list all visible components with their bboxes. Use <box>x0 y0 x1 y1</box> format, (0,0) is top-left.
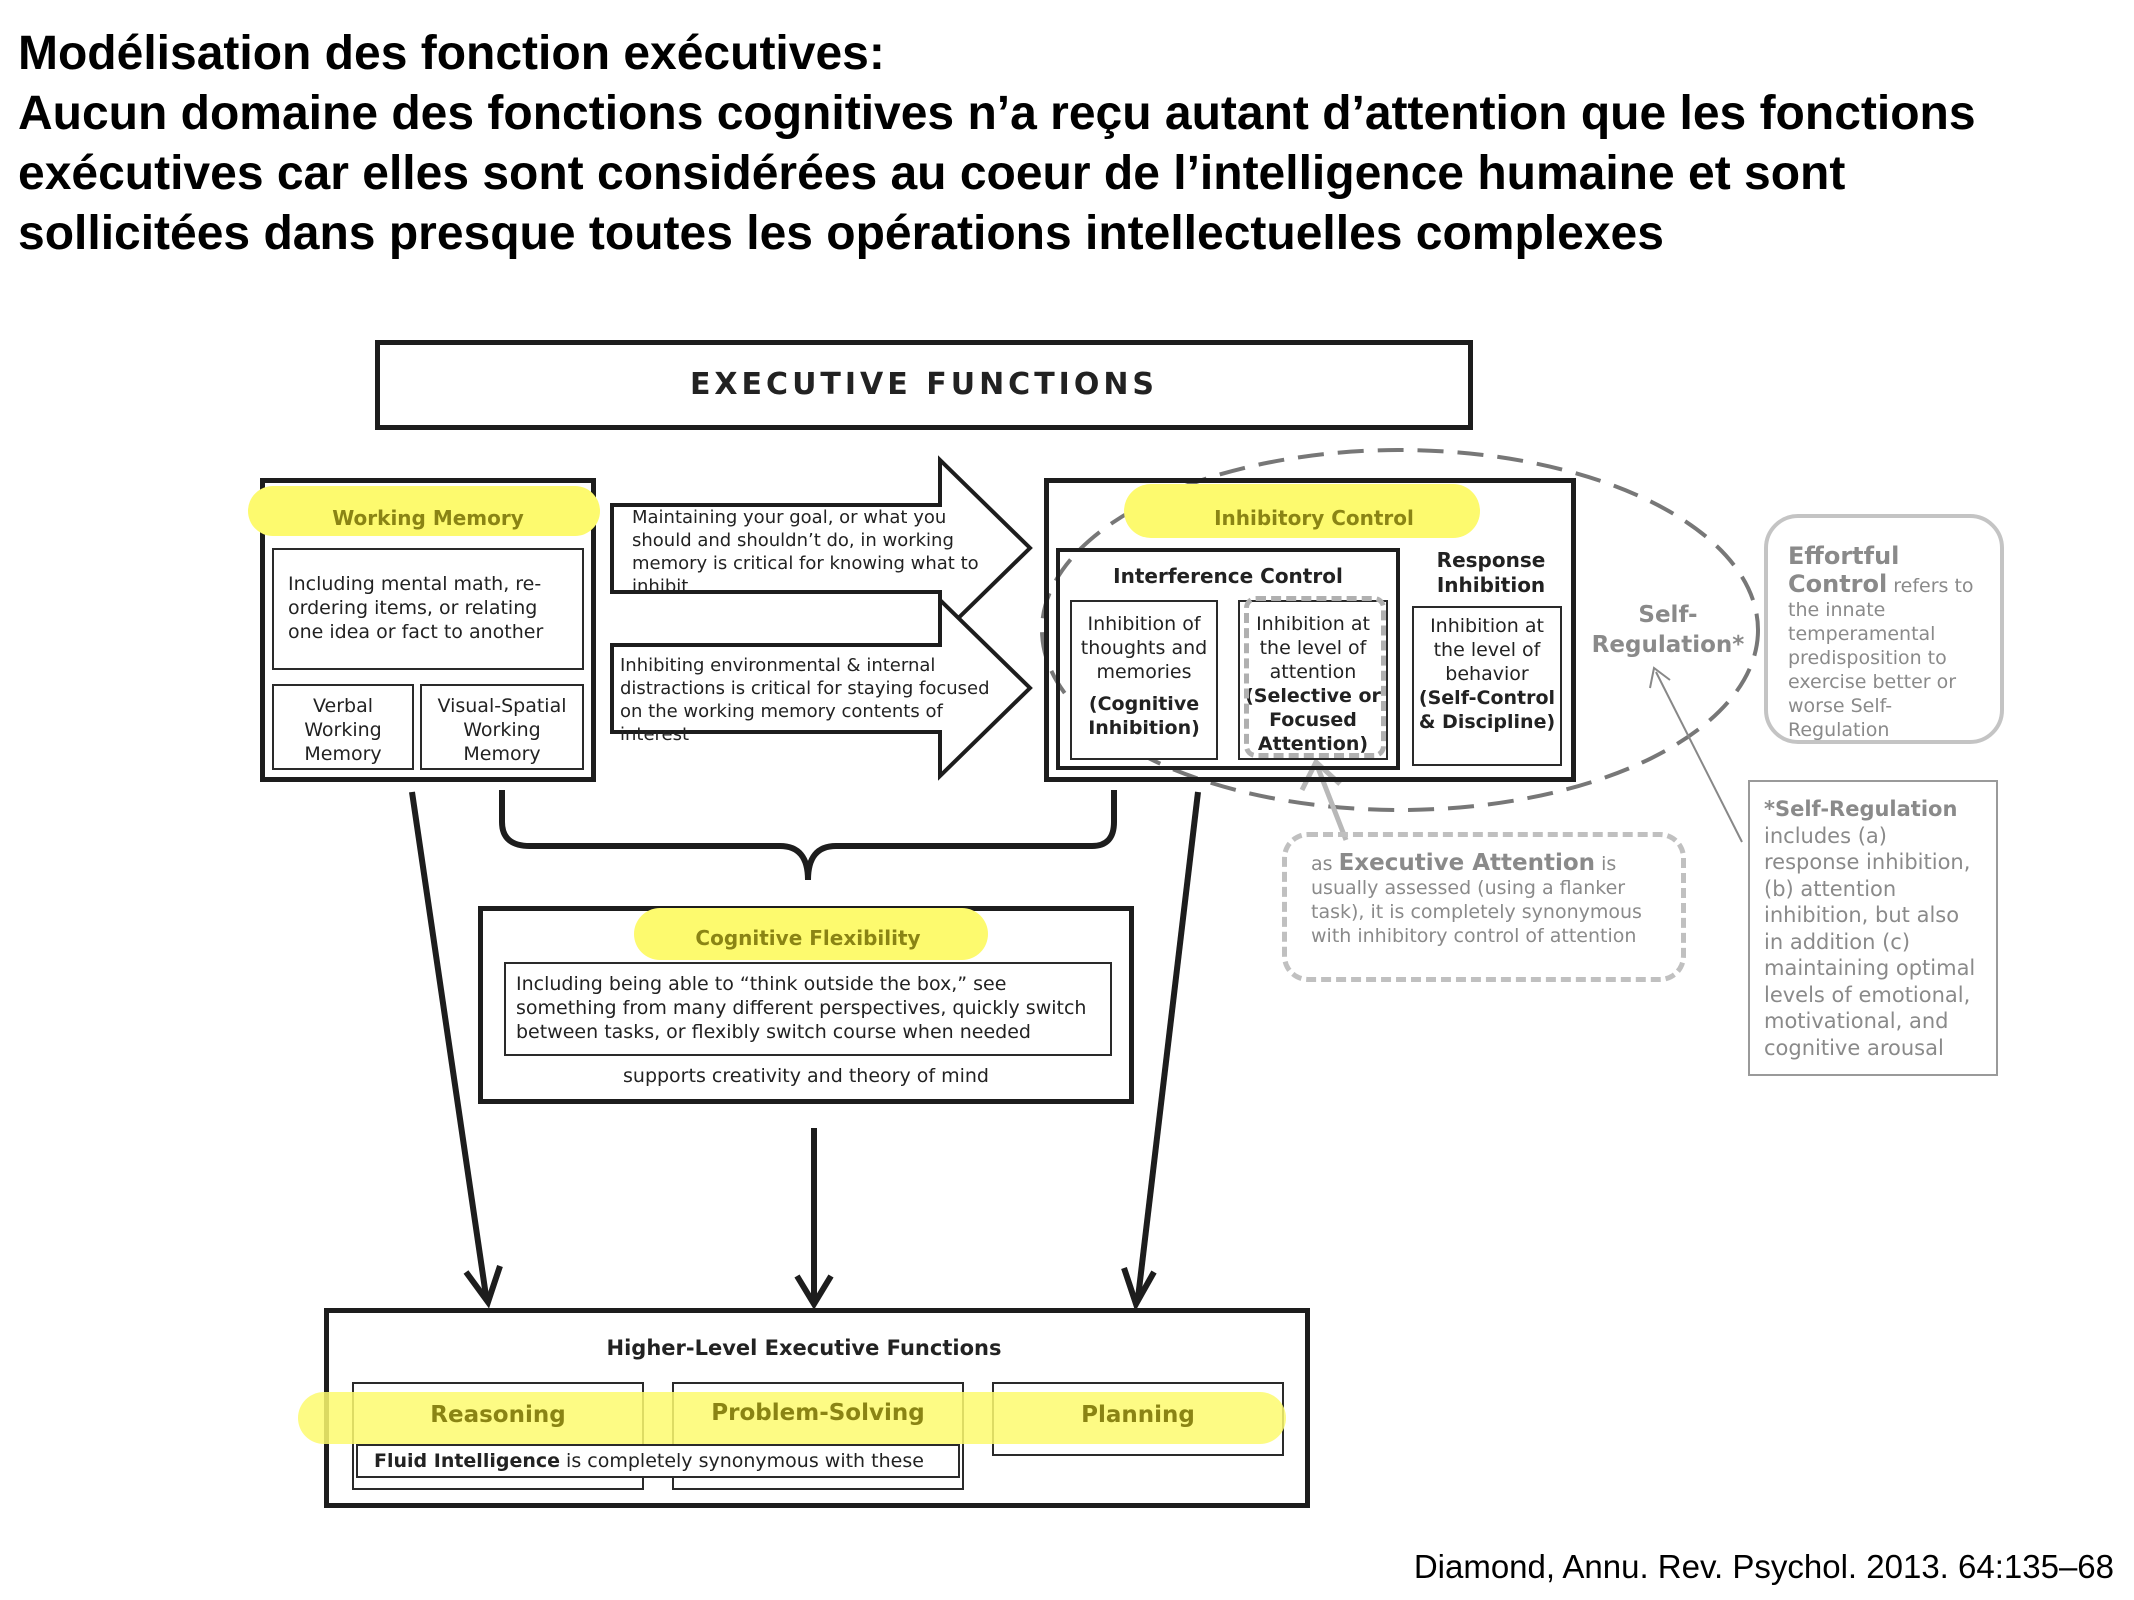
citation: Diamond, Annu. Rev. Psychol. 2013. 64:13… <box>1413 1548 2114 1585</box>
slide-heading: Modélisation des fonction exécutives: Au… <box>18 24 2118 264</box>
working-memory-highlight <box>248 486 600 536</box>
arrow-self-reg-note <box>1655 671 1743 843</box>
arrow-bottom-text: Inhibiting environmental & internal dist… <box>620 655 990 745</box>
arrow-shape-bottom <box>610 595 1033 781</box>
reasoning-label: Reasoning <box>430 1402 566 1428</box>
heading-line-4: sollicitées dans presque toutes les opér… <box>18 207 1664 260</box>
self-regulation-label: Self-Regulation* <box>1591 602 1745 658</box>
self-regulation-note-title: *Self-Regulation <box>1764 797 1958 821</box>
arrow-top-text: Maintaining your goal, or what you shoul… <box>632 507 979 590</box>
cognitive-inhibition-box: Inhibition of thoughts and memories (Cog… <box>1070 600 1218 760</box>
problem-solving-label: Problem-Solving <box>711 1400 925 1426</box>
cognitive-flexibility-label: Cognitive Flexibility <box>695 926 921 950</box>
executive-attention-box: as Executive Attention is usually assess… <box>1282 832 1686 982</box>
executive-attention-pre: as <box>1311 853 1339 875</box>
arrowhead-reasoning <box>463 1265 503 1309</box>
response-inhibition-text: Inhibition at the level of behavior <box>1430 615 1544 685</box>
working-memory-label: Working Memory <box>332 506 524 530</box>
executive-functions-title-box: EXECUTIVE FUNCTIONS <box>375 340 1473 430</box>
heading-line-1: Modélisation des fonction exécutives: <box>18 27 885 80</box>
cognitive-flexibility-highlight <box>634 908 988 960</box>
visual-spatial-working-memory: Visual-Spatial Working Memory <box>420 684 584 770</box>
selective-attention-dashed-frame <box>1244 596 1386 758</box>
arrow-shape-top <box>610 455 1033 641</box>
fluid-intelligence-text: is completely synonymous with these <box>560 1450 924 1472</box>
inhibitory-control-highlight <box>1124 484 1480 538</box>
self-regulation-note-text: includes (a) response inhibition, (b) at… <box>1764 823 1976 1060</box>
response-inhibition-bold: (Self-Control & Discipline) <box>1418 687 1556 733</box>
inhibitory-control-label: Inhibitory Control <box>1214 506 1414 530</box>
planning-label: Planning <box>1081 1402 1195 1428</box>
arrowhead-problem <box>794 1274 834 1310</box>
self-regulation-ellipse <box>1040 448 1760 812</box>
cognitive-flexibility-desc: Including being able to “think outside t… <box>504 962 1112 1056</box>
selective-attention-box: Inhibition at the level of attention (Se… <box>1238 600 1388 760</box>
arrowhead-planning <box>1121 1267 1157 1312</box>
cognitive-inhibition-bold: (Cognitive Inhibition) <box>1088 693 1200 739</box>
heading-line-3: exécutives car elles sont considérées au… <box>18 147 1846 200</box>
effortful-control-box: Effortful Control refers to the innate t… <box>1764 514 2004 744</box>
self-regulation-note-box: *Self-Regulation includes (a) response i… <box>1748 780 1998 1076</box>
working-memory-desc: Including mental math, re-ordering items… <box>272 548 584 670</box>
selective-attention-text: Inhibition at the level of attention <box>1256 613 1370 683</box>
fluid-intelligence-bold: Fluid Intelligence <box>374 1450 561 1472</box>
selective-attention-bold: (Selective or Focused Attention) <box>1245 685 1381 755</box>
inhibitory-control-box <box>1044 478 1576 782</box>
verbal-working-memory: Verbal Working Memory <box>272 684 414 770</box>
fluid-intelligence-box: Fluid Intelligence is completely synonym… <box>356 1444 960 1478</box>
response-inhibition-title: Response Inhibition <box>1436 548 1546 597</box>
executive-functions-title: EXECUTIVE FUNCTIONS <box>689 367 1159 402</box>
effortful-control-text: refers to the innate temperamental predi… <box>1788 575 1974 741</box>
higher-level-ef-title: Higher-Level Executive Functions <box>606 1336 1002 1360</box>
interference-control-title: Interference Control <box>1113 564 1343 588</box>
heading-line-2: Aucun domaine des fonctions cognitives n… <box>18 87 1976 140</box>
response-inhibition-box: Inhibition at the level of behavior (Sel… <box>1412 606 1562 766</box>
effortful-control-bold: Effortful Control <box>1788 542 1900 598</box>
interference-control-box <box>1056 548 1400 770</box>
executive-attention-post: is usually assessed (using a flanker tas… <box>1311 853 1642 947</box>
executive-attention-bold: Executive Attention <box>1338 850 1596 876</box>
cognitive-inhibition-text: Inhibition of thoughts and memories <box>1080 613 1208 683</box>
cognitive-flexibility-supports: supports creativity and theory of mind <box>623 1065 989 1087</box>
arrowhead-self-reg-note <box>1649 666 1671 689</box>
higher-level-highlight <box>298 1392 1286 1444</box>
arrow-ic-to-planning <box>1135 791 1201 1299</box>
brace <box>499 790 1117 881</box>
arrow-wm-to-reasoning <box>409 791 489 1297</box>
